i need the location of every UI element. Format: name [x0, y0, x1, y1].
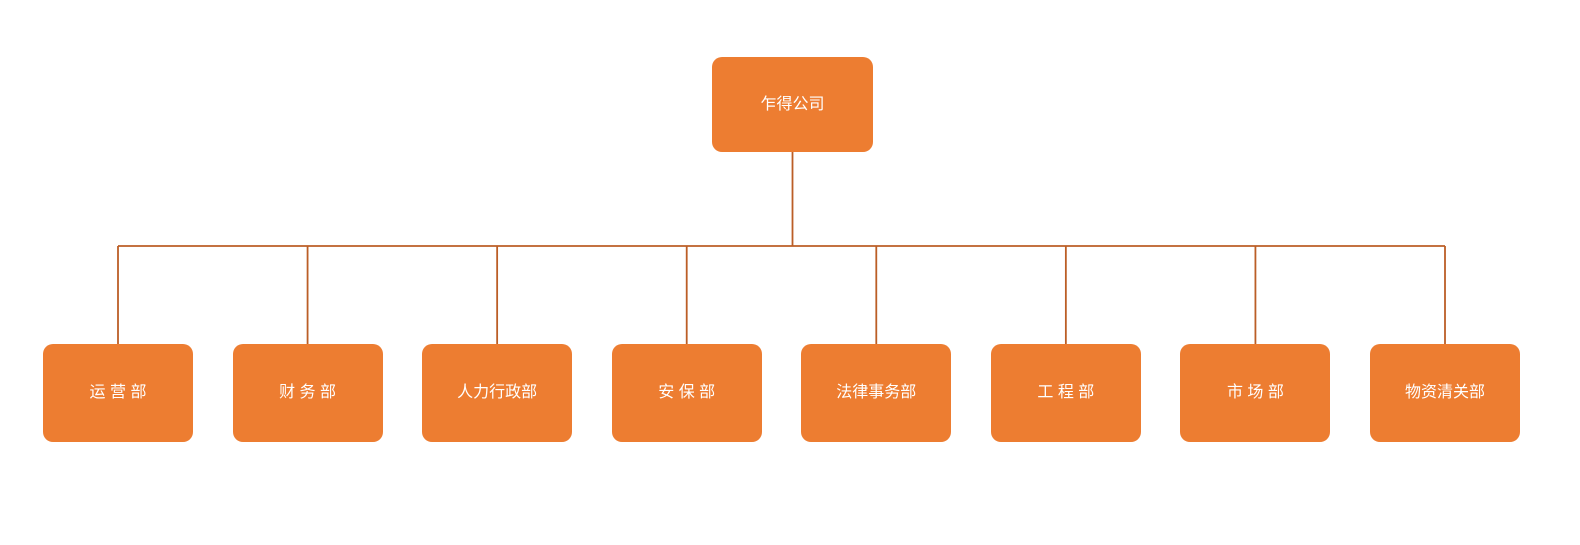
org-node-child-label: 人力行政部 [457, 384, 538, 402]
org-node-child-label: 物资清关部 [1404, 384, 1485, 402]
org-node-child-label: 法律事务部 [836, 384, 917, 402]
org-node-child[interactable]: 安 保 部 [611, 344, 762, 442]
org-node-root-label: 乍得公司 [760, 95, 825, 113]
org-node-child-label: 安 保 部 [658, 384, 716, 402]
org-node-child[interactable]: 物资清关部 [1370, 344, 1520, 442]
org-node-child[interactable]: 法律事务部 [801, 344, 952, 442]
org-node-child-label: 运 营 部 [89, 384, 147, 402]
org-node-child-label: 财 务 部 [279, 384, 337, 402]
org-node-child[interactable]: 人力行政部 [422, 344, 573, 442]
org-node-child[interactable]: 市 场 部 [1180, 344, 1331, 442]
org-node-root[interactable]: 乍得公司 [712, 57, 873, 152]
org-node-child-label: 市 场 部 [1226, 384, 1284, 402]
org-node-child[interactable]: 运 营 部 [43, 344, 193, 442]
org-node-child-label: 工 程 部 [1037, 384, 1095, 402]
org-node-child[interactable]: 财 务 部 [232, 344, 383, 442]
org-node-child[interactable]: 工 程 部 [990, 344, 1141, 442]
